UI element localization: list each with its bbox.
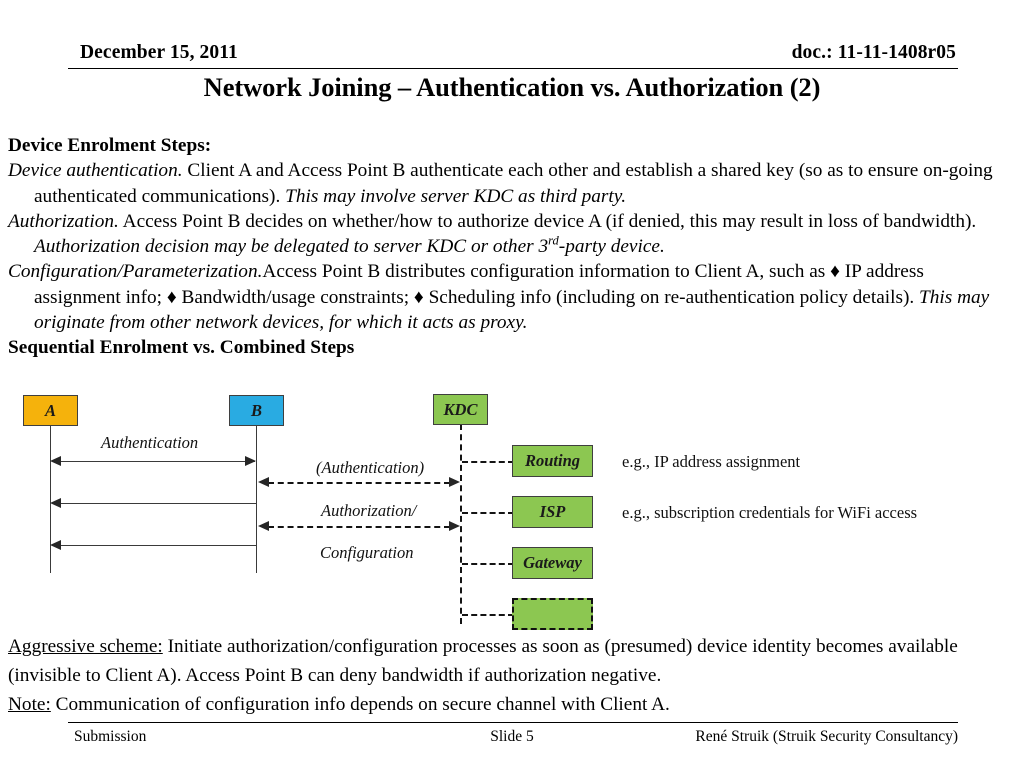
- bottom-notes: Aggressive scheme: Initiate authorizatio…: [8, 632, 1014, 719]
- configuration-body-a: Access Point B distributes configuration…: [262, 261, 831, 283]
- arrowhead-bkdc2-right-icon: [449, 521, 460, 531]
- authorization-ordinal-sup: rd: [548, 233, 559, 248]
- configuration-lead: Configuration/Parameterization.: [8, 261, 263, 283]
- footer-divider: [68, 722, 958, 723]
- annotation-routing: e.g., IP address assignment: [622, 452, 801, 471]
- node-a-label: A: [44, 400, 56, 420]
- connector-kdc-gateway: [462, 563, 514, 565]
- arrow-b-a-configuration: [52, 545, 257, 546]
- node-routing-label: Routing: [524, 451, 581, 470]
- configuration-body-d: Scheduling info (including on re-authent…: [423, 286, 920, 308]
- lifeline-kdc: [460, 424, 462, 624]
- node-b: B: [229, 395, 284, 426]
- authorization-lead: Authorization.: [8, 210, 119, 232]
- configuration-tail: This may originate from other network de…: [34, 286, 990, 334]
- node-kdc-label: KDC: [443, 399, 478, 419]
- header-divider: [68, 68, 958, 69]
- header-date: December 15, 2011: [80, 42, 238, 63]
- node-gateway: Gateway: [512, 547, 593, 579]
- arrowhead-auth-right-icon: [245, 456, 256, 466]
- body-heading: Device Enrolment Steps:: [8, 135, 212, 156]
- paragraph-configuration: Configuration/Parameterization.Access Po…: [8, 259, 1012, 335]
- node-gateway-label: Gateway: [523, 553, 582, 572]
- node-b-label: B: [250, 400, 262, 420]
- connector-kdc-blank: [462, 614, 514, 616]
- configuration-body-b: IP address assignment info;: [34, 261, 924, 308]
- lifeline-a: [50, 425, 51, 573]
- arrowhead-configuration-left-icon: [50, 540, 61, 550]
- arrowhead-auth-left-icon: [50, 456, 61, 466]
- arrowhead-authorization-left-icon: [50, 498, 61, 508]
- bullet-diamond-icon-3: ♦: [413, 286, 424, 308]
- arrowhead-bkdc1-right-icon: [449, 477, 460, 487]
- bullet-diamond-icon-2: ♦: [166, 286, 177, 308]
- node-blank: [512, 598, 593, 630]
- node-kdc: KDC: [433, 394, 488, 425]
- lifeline-b: [256, 425, 257, 573]
- arrowhead-bkdc2-left-icon: [258, 521, 269, 531]
- authorization-tail-b: -party device.: [558, 236, 665, 258]
- device-authentication-lead: Device authentication.: [8, 160, 183, 182]
- device-authentication-tail: This may involve server KDC as third par…: [285, 185, 627, 207]
- arrow-a-b-authentication: [52, 461, 255, 462]
- footer-submission: Submission: [74, 728, 147, 745]
- annotation-isp: e.g., subscription credentials for WiFi …: [622, 503, 918, 522]
- note-secure-channel: Note: Communication of configuration inf…: [8, 690, 1014, 719]
- device-authentication-body: Client A and Access Point B authenticate…: [34, 160, 993, 207]
- authorization-tail-a: Authorization decision may be delegated …: [34, 236, 549, 258]
- aggressive-scheme-label: Aggressive scheme:: [8, 636, 163, 657]
- aggressive-scheme-text: Initiate authorization/configuration pro…: [8, 636, 958, 686]
- arrowhead-bkdc1-left-icon: [258, 477, 269, 487]
- authorization-body: Access Point B decides on whether/how to…: [118, 210, 977, 232]
- node-isp: ISP: [512, 496, 593, 528]
- note-text: Communication of configuration info depe…: [50, 694, 670, 715]
- label-authentication: Authentication: [101, 433, 199, 452]
- body-subheading: Sequential Enrolment vs. Combined Steps: [8, 337, 355, 359]
- footer-slide-number: Slide 5: [490, 728, 534, 745]
- arrow-b-kdc-authorization: [268, 526, 450, 528]
- label-authentication-paren: (Authentication): [316, 458, 425, 477]
- note-label: Note:: [8, 694, 51, 715]
- bullet-diamond-icon-1: ♦: [830, 261, 840, 283]
- label-authorization: Authorization/: [321, 501, 417, 520]
- connector-kdc-isp: [462, 512, 514, 514]
- label-configuration: Configuration: [320, 543, 414, 562]
- note-aggressive-scheme: Aggressive scheme: Initiate authorizatio…: [8, 632, 1014, 690]
- node-routing: Routing: [512, 445, 593, 477]
- paragraph-authorization: Authorization. Access Point B decides on…: [8, 209, 1012, 260]
- arrow-b-a-authorization: [52, 503, 257, 504]
- node-a: A: [23, 395, 78, 426]
- node-isp-label: ISP: [539, 502, 566, 521]
- paragraph-device-authentication: Device authentication. Client A and Acce…: [8, 158, 1012, 209]
- page-title: Network Joining – Authentication vs. Aut…: [203, 72, 821, 102]
- footer-author: René Struik (Struik Security Consultancy…: [695, 728, 958, 745]
- configuration-body-c: Bandwidth/usage constraints;: [176, 286, 414, 308]
- body-text: Device Enrolment Steps: Device authentic…: [8, 133, 1012, 361]
- connector-kdc-routing: [462, 461, 514, 463]
- header-document-number: doc.: 11-11-1408r05: [791, 42, 956, 63]
- arrow-b-kdc-authentication: [268, 482, 450, 484]
